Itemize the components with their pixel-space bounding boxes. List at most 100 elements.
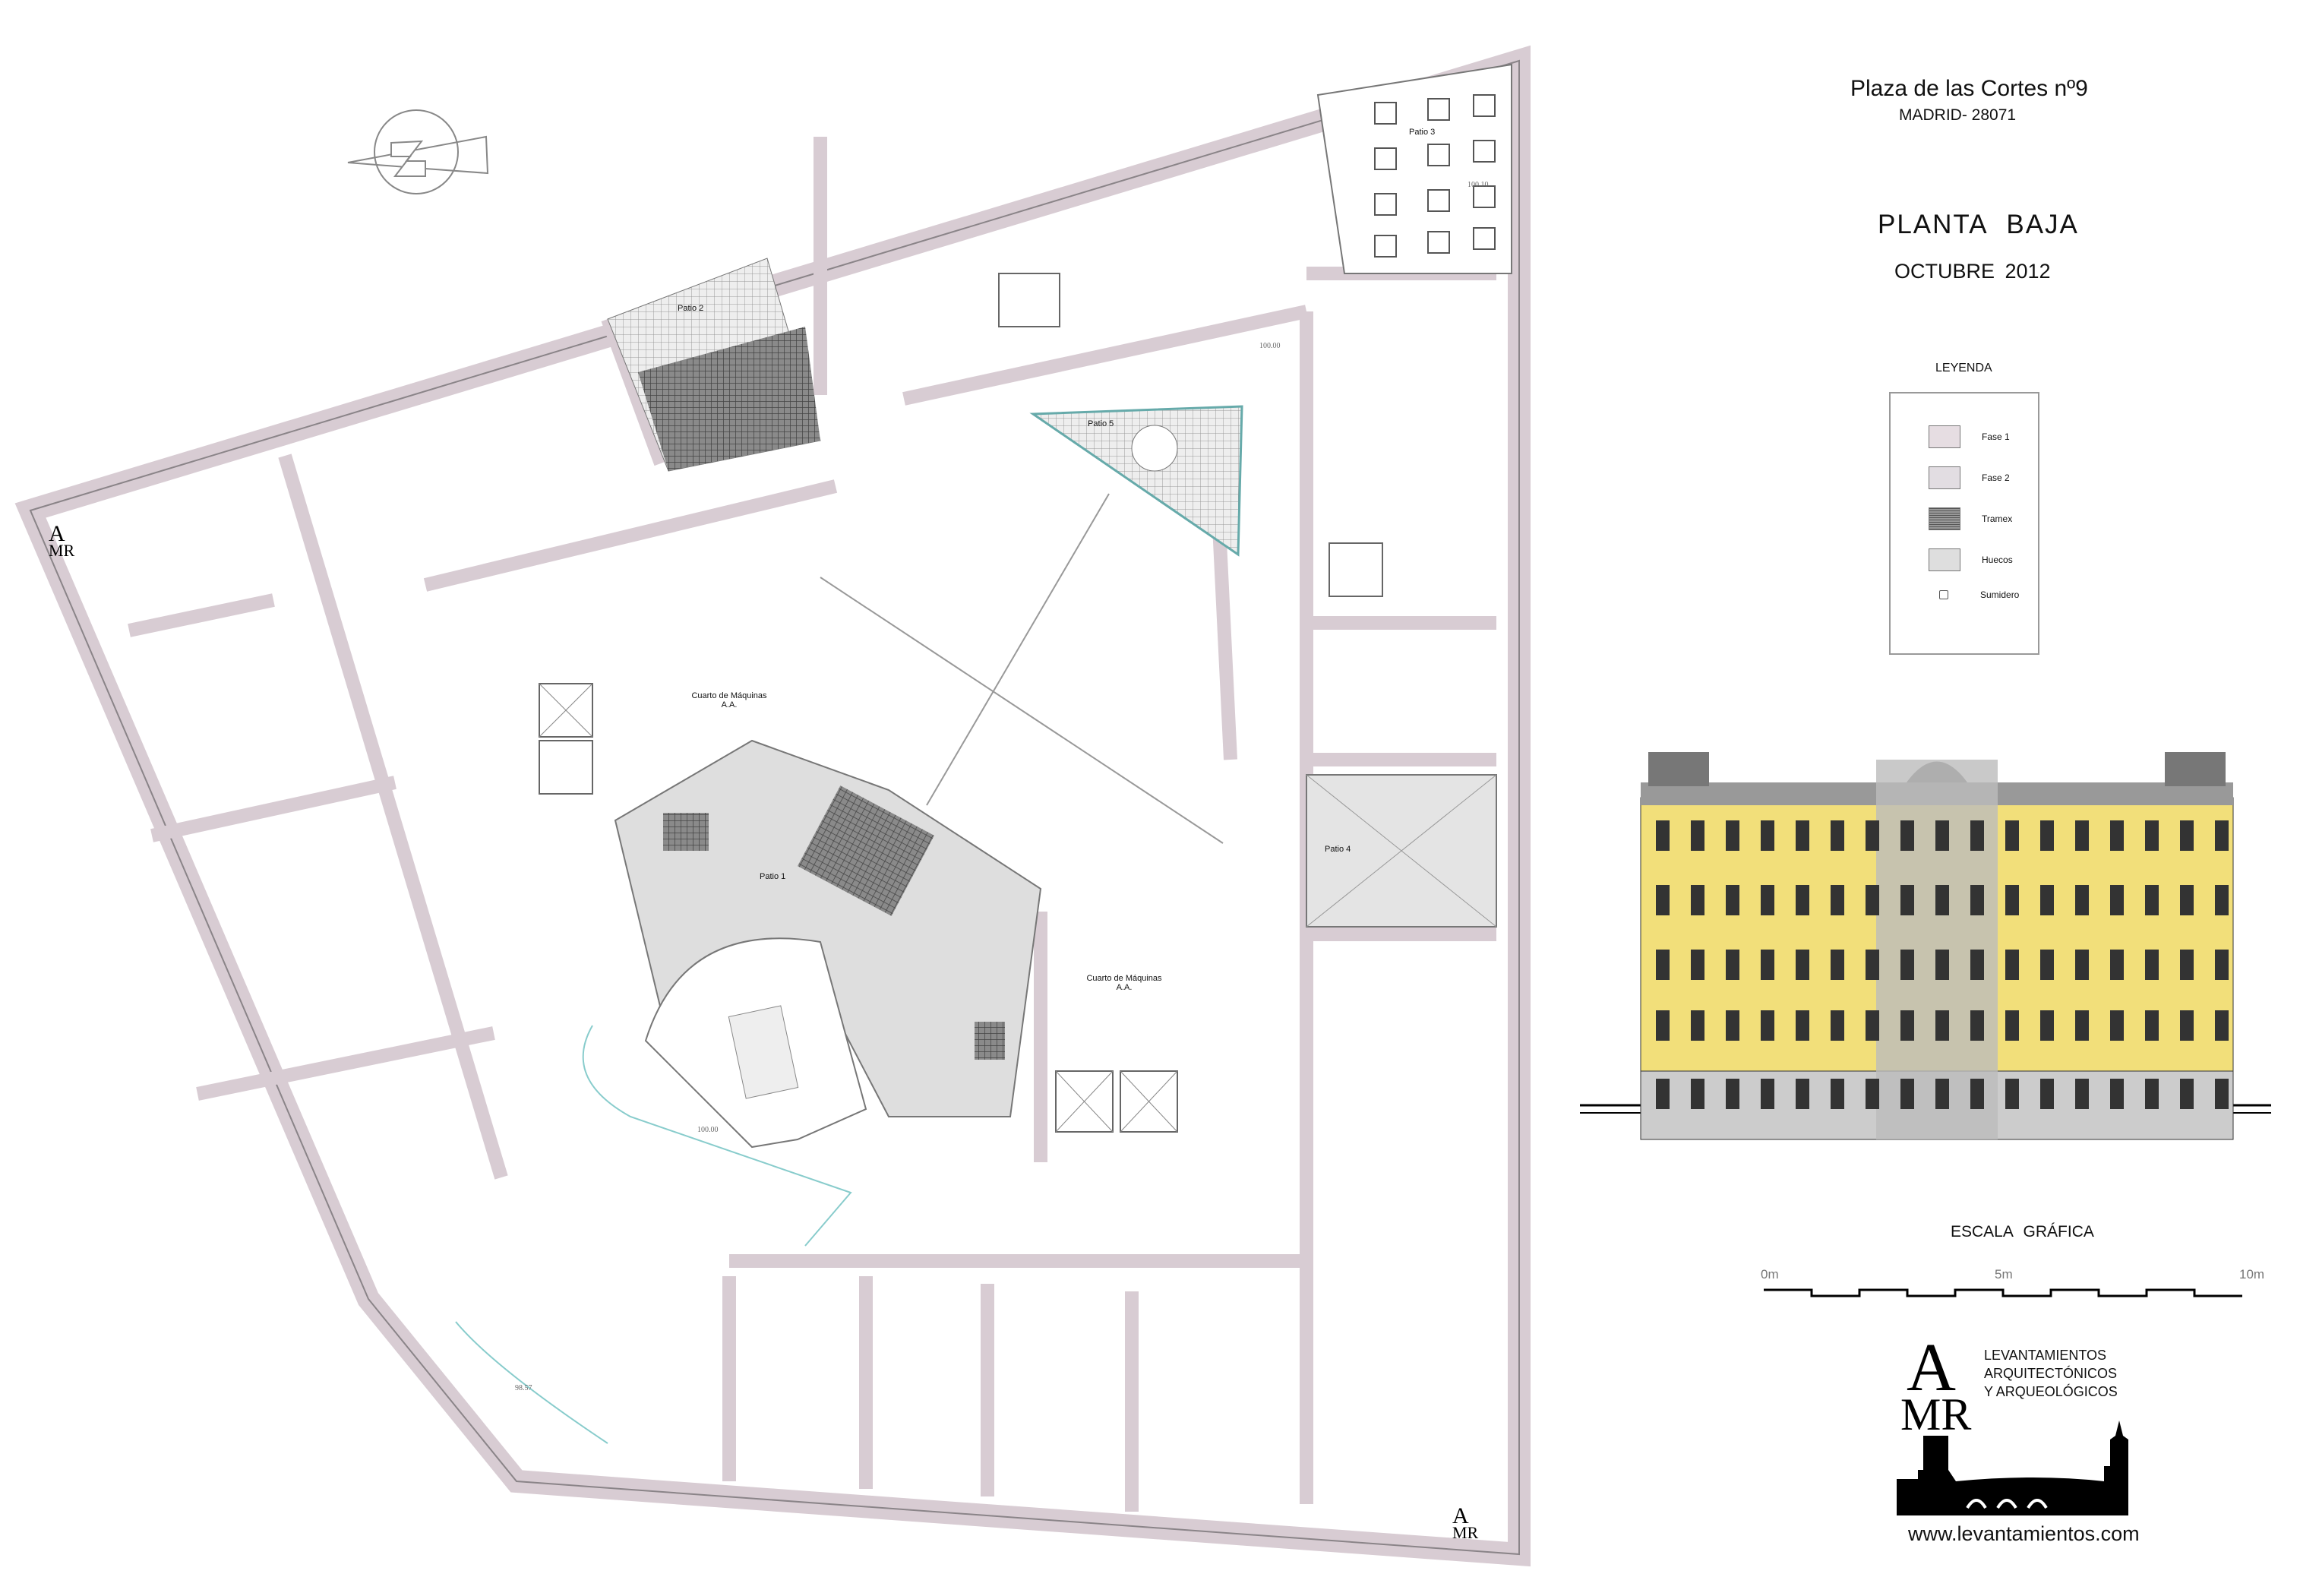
plan-date: OCTUBRE 2012: [1894, 260, 2051, 283]
tramex-swatch: [1929, 507, 1960, 530]
facade-window: [1726, 1079, 1739, 1109]
north-arrow-icon: [347, 109, 489, 194]
facade-window: [1726, 820, 1739, 851]
facade-window: [1900, 950, 1914, 980]
facade-window: [1726, 885, 1739, 915]
facade-window: [2040, 820, 2054, 851]
facade-window: [1761, 820, 1774, 851]
facade-window: [1935, 1079, 1949, 1109]
facade-window: [1691, 885, 1704, 915]
website-link[interactable]: www.levantamientos.com: [1908, 1522, 2140, 1545]
facade-window: [1796, 820, 1809, 851]
facade-window: [1831, 1079, 1844, 1109]
scale-bar: [1764, 1288, 2242, 1297]
facade-window: [1796, 1079, 1809, 1109]
tramex: [798, 785, 934, 916]
facade-window: [2075, 820, 2089, 851]
amr-mark: MR: [1452, 1523, 1479, 1542]
facade-window: [2145, 1079, 2159, 1109]
facade-window: [2005, 885, 2019, 915]
elevation-mark: 100.10: [1468, 181, 1489, 189]
logo-silhouette: [1897, 1421, 2128, 1515]
tramex: [975, 1022, 1005, 1060]
elevation-mark: 100.00: [697, 1126, 719, 1134]
facade-window: [1691, 820, 1704, 851]
facade-window: [1761, 1079, 1774, 1109]
elevation-mark: 100.00: [1259, 342, 1281, 350]
room-sub: A.A.: [721, 700, 738, 710]
facade-window: [1935, 820, 1949, 851]
huecos-swatch: [1929, 548, 1960, 571]
legend-item: Huecos: [1929, 548, 2013, 571]
facade-window: [2180, 1010, 2194, 1041]
facade-window: [2040, 885, 2054, 915]
legend-item: Fase 1: [1929, 425, 2010, 448]
facade-window: [1970, 820, 1984, 851]
facade-window: [1866, 820, 1879, 851]
facade-window: [2110, 1010, 2124, 1041]
facade-window: [1831, 1010, 1844, 1041]
tramex: [663, 813, 709, 851]
facade-window: [1761, 885, 1774, 915]
facade-window: [1970, 950, 1984, 980]
logo-line: ARQUITECTÓNICOS: [1984, 1366, 2118, 1381]
facade-window: [1900, 885, 1914, 915]
room-name: Cuarto de Máquinas: [1086, 974, 1162, 983]
facade-window: [1831, 820, 1844, 851]
facade-window: [2215, 820, 2229, 851]
facade-window: [2145, 885, 2159, 915]
facade-window: [2075, 950, 2089, 980]
facade-window: [2215, 1079, 2229, 1109]
facade-window: [1656, 1079, 1670, 1109]
amr-mark: MR: [49, 541, 75, 560]
facade-window: [2110, 820, 2124, 851]
fase2-swatch: [1929, 466, 1960, 489]
room-name: Cuarto de Máquinas: [691, 691, 767, 700]
facade-window: [2005, 820, 2019, 851]
scale-label-5: 5m: [1995, 1267, 2013, 1282]
legend-item: Sumidero: [1929, 589, 2019, 600]
facade-window: [1726, 950, 1739, 980]
room-sub: A.A.: [1116, 983, 1133, 992]
facade-window: [2040, 1079, 2054, 1109]
amr-mark: A: [49, 521, 65, 546]
facade-window: [1761, 1010, 1774, 1041]
facade-window: [1656, 950, 1670, 980]
facade-window: [2180, 820, 2194, 851]
facade-window: [1935, 885, 1949, 915]
legend-label: Fase 2: [1982, 472, 2010, 483]
facade-window: [1656, 1010, 1670, 1041]
legend-item: Tramex: [1929, 507, 2012, 530]
facade-window: [1866, 885, 1879, 915]
legend-label: Huecos: [1982, 555, 2013, 565]
logo-line: LEVANTAMIENTOS: [1984, 1348, 2107, 1363]
facade-window: [1900, 820, 1914, 851]
company-logo: A MR: [1897, 1330, 2128, 1515]
legend: Fase 1 Fase 2 Tramex Huecos Sumidero: [1889, 392, 2039, 655]
logo-monogram-mr: MR: [1900, 1389, 1971, 1440]
facade-window: [1866, 950, 1879, 980]
facade-window: [1691, 1010, 1704, 1041]
facade-window: [1831, 885, 1844, 915]
facade-window: [1900, 1079, 1914, 1109]
facade-window: [1796, 950, 1809, 980]
facade-window: [1970, 885, 1984, 915]
facade-window: [2110, 950, 2124, 980]
facade-window: [1656, 820, 1670, 851]
facade-window: [2145, 950, 2159, 980]
facade-window: [1691, 950, 1704, 980]
facade-window: [1831, 950, 1844, 980]
facade-window: [1970, 1079, 1984, 1109]
legend-title: LEYENDA: [1935, 362, 1992, 375]
facade-window: [1866, 1079, 1879, 1109]
legend-item: Fase 2: [1929, 466, 2010, 489]
scale-label-0: 0m: [1761, 1267, 1779, 1282]
patio-1-label: Patio 1: [760, 872, 786, 881]
patio-5-label: Patio 5: [1088, 419, 1114, 428]
plan-title: PLANTA BAJA: [1878, 210, 2079, 239]
fase1-swatch: [1929, 425, 1960, 448]
legend-label: Sumidero: [1980, 589, 2020, 600]
facade-window: [2040, 950, 2054, 980]
facade-window: [2215, 950, 2229, 980]
